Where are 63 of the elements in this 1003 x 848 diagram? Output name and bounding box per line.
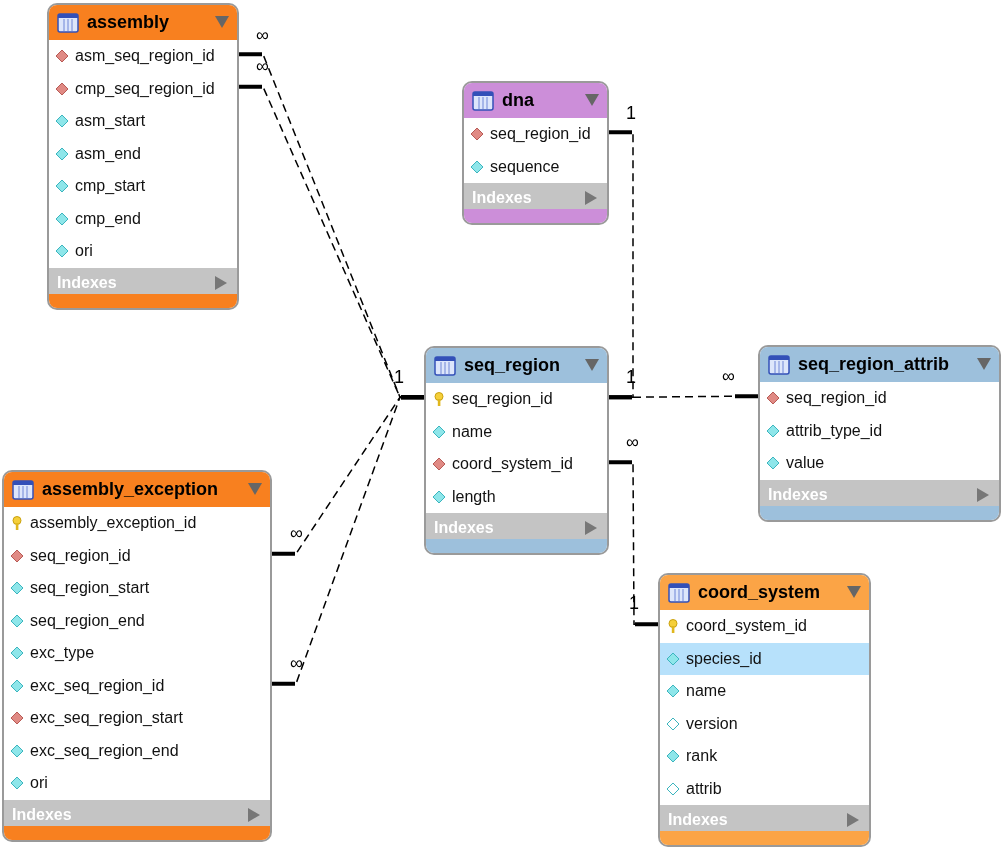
column-name: cmp_end [75, 209, 141, 228]
column-name: cmp_seq_region_id [75, 79, 215, 98]
indexes-label: Indexes [472, 189, 532, 207]
column-name: assembly_exception_id [30, 514, 197, 533]
entity-table [424, 346, 609, 555]
cardinality-label: 1 [626, 104, 636, 122]
column-name: value [786, 454, 825, 473]
entity-table [47, 3, 239, 310]
column-name: exc_seq_region_end [30, 741, 179, 760]
indexes-label: Indexes [57, 273, 117, 292]
column-name: seq_region_start [30, 579, 150, 598]
indexes-label: Indexes [434, 519, 494, 537]
column-name: seq_region_id [786, 389, 887, 408]
table-name: dna [502, 90, 534, 111]
relationship-line [607, 394, 760, 400]
relationship-line [607, 130, 634, 400]
indexes-label: Indexes [668, 811, 728, 829]
indexes-label: Indexes [768, 485, 828, 504]
entity-table [758, 345, 1001, 522]
column-name: coord_system_id [452, 455, 573, 474]
column-name: asm_start [75, 112, 146, 131]
indexes-label: Indexes [12, 805, 72, 824]
table-name: seq_region [464, 355, 561, 376]
cardinality-label: ∞ [290, 654, 303, 672]
column-name: seq_region_id [490, 125, 591, 144]
cardinality-label: ∞ [722, 367, 735, 385]
cardinality-label: 1 [629, 594, 639, 612]
relationship-line [270, 395, 426, 686]
column-name: asm_end [75, 144, 141, 163]
relationship-line [607, 460, 660, 627]
cardinality-label: ∞ [256, 26, 269, 44]
table-name: coord_system [698, 582, 821, 603]
table-name: assembly [87, 12, 170, 33]
column-name: species_id [686, 649, 762, 668]
cardinality-label: ∞ [290, 524, 303, 542]
entity-table [462, 81, 609, 225]
entity-table [658, 573, 871, 847]
column-name: coord_system_id [686, 617, 807, 636]
table-name: assembly_exception [42, 479, 219, 500]
column-name: exc_seq_region_id [30, 676, 165, 695]
column-name: exc_seq_region_start [30, 709, 183, 728]
cardinality-label: 1 [394, 368, 404, 386]
cardinality-label: 1 [626, 368, 636, 386]
column-name: ori [30, 774, 48, 793]
table-name: seq_region_attrib [798, 354, 950, 375]
cardinality-label: ∞ [256, 57, 269, 75]
column-name: exc_type [30, 644, 95, 663]
column-name: version [686, 714, 738, 733]
column-name: attrib_type_id [786, 421, 883, 440]
cardinality-label: ∞ [626, 433, 639, 451]
column-name: seq_region_id [30, 546, 131, 565]
column-name: asm_seq_region_id [75, 47, 215, 66]
column-name: length [452, 487, 496, 506]
column-name: name [686, 682, 727, 701]
column-name: seq_region_end [30, 611, 145, 630]
column-name: ori [75, 242, 93, 261]
column-name: rank [686, 747, 718, 766]
column-name: name [452, 422, 493, 441]
column-name: attrib [686, 779, 722, 798]
entity-table [2, 470, 272, 842]
column-name: sequence [490, 157, 560, 176]
column-name: seq_region_id [452, 390, 553, 409]
column-name: cmp_start [75, 177, 146, 196]
